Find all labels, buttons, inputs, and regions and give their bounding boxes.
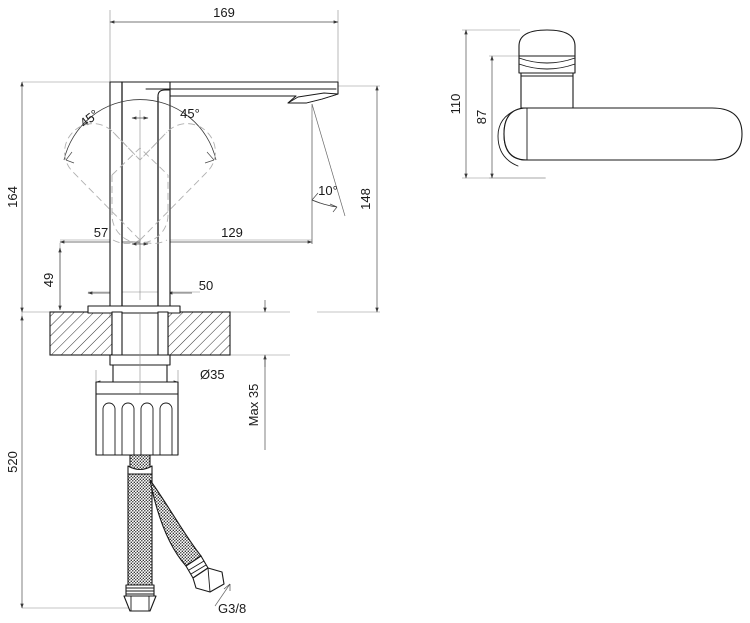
dimension-148: 148 [358, 85, 379, 313]
dimension-max35: Max 35 [246, 300, 267, 450]
dimension-57-label: 57 [94, 225, 108, 240]
braided-hoses [123, 454, 225, 612]
fixing-nut [95, 393, 179, 456]
dimension-520-label: 520 [5, 451, 20, 473]
dimension-110: 110 [448, 29, 468, 179]
dimension-169-label: 169 [213, 5, 235, 20]
dimension-57: 57 [59, 225, 140, 244]
dimension-164-label: 164 [5, 186, 20, 208]
countertop-section [49, 305, 231, 356]
dimension-87-label: 87 [474, 110, 489, 124]
angle-10-indicator: 10° [311, 103, 346, 244]
faucet-body [109, 81, 171, 313]
side-elevation-view: 110 87 [448, 29, 743, 179]
angle-45-right-label: 45° [180, 106, 200, 121]
dimension-50-label: 50 [199, 278, 213, 293]
dimension-129: 129 [168, 225, 313, 244]
extension-lines-side [462, 29, 546, 179]
thread-callout-g38: G3/8 [214, 583, 246, 616]
dimension-129-label: 129 [221, 225, 243, 240]
dimension-148-label: 148 [358, 188, 373, 210]
dimension-520: 520 [5, 315, 24, 609]
dimension-49-label: 49 [41, 273, 56, 287]
lever-body [497, 29, 743, 167]
dimension-169: 169 [109, 5, 339, 24]
dimension-dia35-label: Ø35 [200, 367, 225, 382]
handle-hidden-positions [64, 116, 216, 246]
hose-connector-left [123, 584, 157, 612]
dimension-110-label: 110 [448, 94, 463, 115]
spout-arm [109, 81, 339, 104]
dimension-87: 87 [474, 55, 494, 179]
dimension-max35-label: Max 35 [246, 384, 261, 427]
thread-g38-label: G3/8 [218, 601, 246, 616]
angle-10-label: 10° [318, 183, 338, 198]
dimension-50: 50 [87, 278, 213, 295]
front-elevation-view: 169 164 148 129 57 49 [5, 5, 380, 616]
dimension-49: 49 [41, 247, 62, 311]
dimension-164: 164 [5, 81, 24, 313]
hose-connector-right [185, 555, 225, 593]
